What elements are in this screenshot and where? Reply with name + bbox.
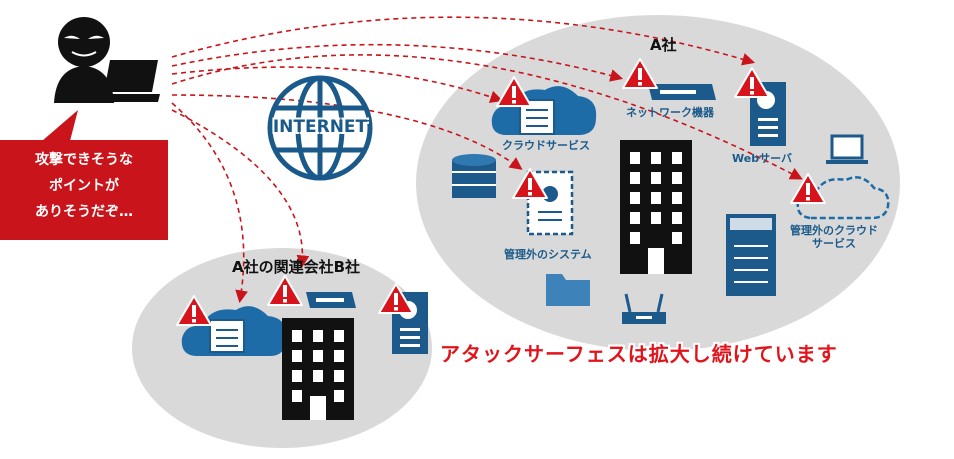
- printer-icon: [726, 214, 776, 296]
- speech-line-3: ありそうだぞ…: [35, 204, 133, 220]
- router-icon: [622, 293, 666, 324]
- hacker-icon: [54, 17, 114, 103]
- cloud-service-label: クラウドサービス: [502, 139, 590, 152]
- network-device-icon: [306, 292, 356, 308]
- unmanaged-system-label: 管理外のシステム: [504, 248, 592, 261]
- building-icon: [282, 318, 354, 420]
- internet-label: INTERNET: [272, 117, 368, 137]
- laptop-icon: [94, 60, 160, 102]
- database-icon: [452, 154, 496, 198]
- laptop-icon: [826, 134, 868, 164]
- speech-line-1: 攻撃できそうな: [35, 152, 133, 168]
- company-a-title: A社: [650, 36, 677, 54]
- speech-line-2: ポイントが: [49, 178, 119, 194]
- globe-icon: [267, 75, 373, 181]
- network-device-icon: [648, 84, 716, 100]
- headline: アタックサーフェスは拡大し続けています: [440, 342, 838, 366]
- company-b-title: A社の関連会社B社: [232, 258, 361, 276]
- attack-lines: [171, 16, 803, 304]
- web-server-label: Webサーバ: [732, 152, 792, 165]
- speech-bubble-tail: [42, 110, 78, 141]
- folder-icon: [546, 274, 590, 306]
- building-icon: [620, 140, 692, 274]
- speech-bubble: 攻撃できそうな ポイントが ありそうだぞ…: [0, 140, 168, 240]
- network-device-label: ネットワーク機器: [626, 106, 714, 119]
- unmanaged-cloud-label: 管理外のクラウド サービス: [790, 224, 878, 250]
